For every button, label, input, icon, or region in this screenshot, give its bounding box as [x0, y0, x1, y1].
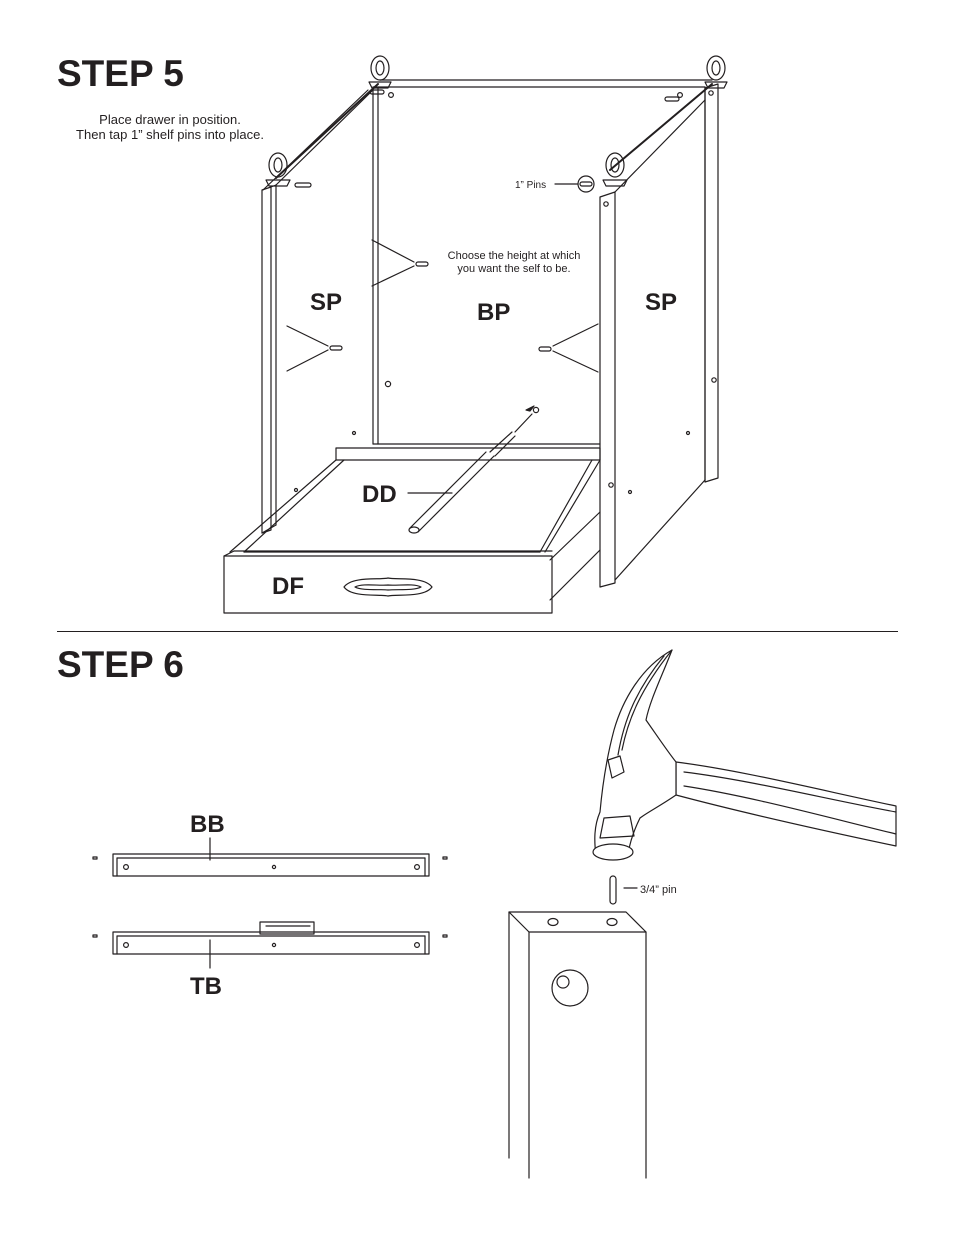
label-sp-right: SP [645, 289, 677, 316]
shelf-pin [538, 346, 552, 352]
caster-back-left [368, 55, 392, 89]
step5-instruction-line2: Then tap 1” shelf pins into place. [76, 127, 264, 142]
top-brace-block [259, 921, 315, 935]
shelf-pin-positions [286, 239, 599, 373]
step-divider [57, 631, 898, 632]
bottom-brace [92, 853, 448, 877]
height-callout-line1: Choose the height at which [448, 250, 581, 262]
top-brace [92, 921, 448, 955]
shelf-pin [664, 96, 680, 102]
top-left-rail [275, 83, 379, 179]
back-panel-hole [532, 406, 540, 414]
pin-3-4 [609, 875, 617, 905]
leg-post [508, 911, 647, 1179]
shelf-pin [415, 261, 429, 267]
back-panel-hole [384, 380, 392, 388]
height-callout-line2: you want the self to be. [457, 263, 570, 275]
label-sp-left: SP [310, 289, 342, 316]
caster-front-right [602, 152, 628, 187]
shelf-pin [329, 345, 343, 351]
label-bb: BB [190, 811, 225, 838]
drawer [223, 405, 601, 614]
cart-frame [261, 55, 728, 588]
label-dd: DD [362, 481, 397, 508]
step6-title: STEP 6 [57, 644, 184, 685]
drawer-front [223, 555, 553, 614]
step5-instruction: Place drawer in position. Then tap 1” sh… [50, 112, 290, 142]
label-df: DF [272, 573, 304, 600]
step5-instruction-line1: Place drawer in position. [99, 112, 241, 127]
pin-callout-label: 3/4” pin [640, 884, 677, 896]
label-tb: TB [190, 973, 222, 1000]
drawer-dowel [408, 405, 535, 534]
top-left-rail-edge [262, 89, 369, 191]
top-right-rail [609, 83, 713, 171]
shelf-pin [369, 89, 385, 95]
left-side-panel [261, 89, 374, 534]
back-panel [372, 86, 706, 481]
label-bp: BP [477, 299, 510, 326]
pins-callout [554, 175, 595, 193]
caster-back-right [704, 55, 728, 89]
step5-title: STEP 5 [57, 53, 184, 94]
drawer-back [335, 447, 601, 461]
drawer-handle [343, 577, 433, 597]
shelf-pin [294, 182, 312, 188]
caster-front-left [265, 152, 291, 187]
leg-post-hole [551, 969, 589, 1007]
hammer-icon [592, 649, 897, 861]
pins-callout-label: 1” Pins [515, 180, 546, 191]
